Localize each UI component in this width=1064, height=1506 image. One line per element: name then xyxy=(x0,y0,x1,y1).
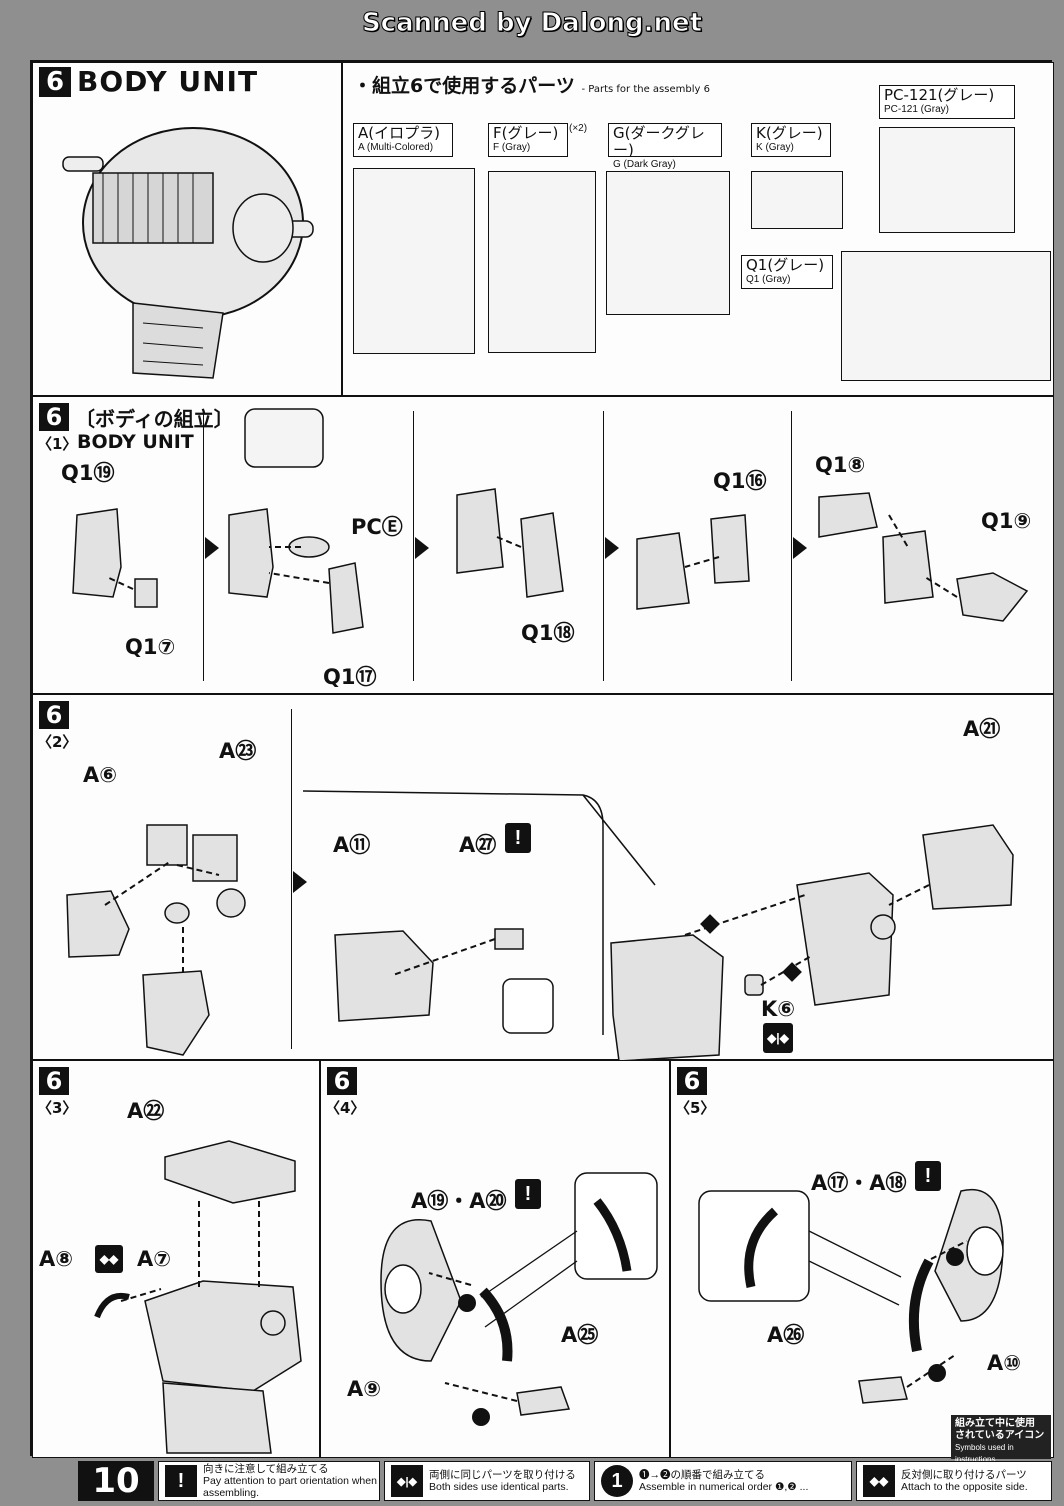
parts-heading: ・組立6で使用するパーツ - Parts for the assembly 6 xyxy=(353,75,710,97)
icon-legend-header: 組み立て中に使用 されているアイコン Symbols used in instr… xyxy=(951,1415,1051,1464)
part-label: A⑨ xyxy=(347,1377,382,1401)
part-label: K⑥ xyxy=(761,997,796,1021)
part-label: A㉒ xyxy=(127,1099,165,1123)
part-label: A㉗ xyxy=(459,833,497,857)
part-label: Q1⑧ xyxy=(815,453,866,477)
step-sub-number: 〈3〉 xyxy=(37,1099,78,1117)
part-label: A㉓ xyxy=(219,739,257,763)
part-label: Q1⑲ xyxy=(61,461,115,485)
part-label: A㉖ xyxy=(767,1323,805,1347)
next-step-arrow xyxy=(415,537,429,559)
caution-icon: ! xyxy=(165,1465,197,1497)
part-label: Q1⑯ xyxy=(713,469,767,493)
next-step-arrow xyxy=(205,537,219,559)
body-unit-illustration xyxy=(62,127,314,379)
next-step-arrow xyxy=(293,871,307,893)
part-label: A㉑ xyxy=(963,717,1001,741)
part-label: Q1⑱ xyxy=(521,621,575,645)
runner-g-label: G(ダークグレー)G (Dark Gray) xyxy=(608,123,722,170)
both-sides-icon: ◆|◆ xyxy=(763,1023,793,1053)
runner-a xyxy=(353,168,475,354)
part-label: A⑧ xyxy=(39,1247,74,1271)
step-6-2-illustrations xyxy=(66,790,1014,1062)
step-6-3-panel: 6 〈3〉 A㉒ A⑧ ◆◆ A⑦ xyxy=(32,1060,320,1458)
part-label: A⑲・A⑳ xyxy=(411,1189,507,1213)
step-sub-number: 〈4〉 xyxy=(325,1099,366,1117)
step-6-3-illustration xyxy=(94,1140,302,1454)
next-step-arrow xyxy=(793,537,807,559)
page-title: BODY UNIT xyxy=(77,65,259,98)
watermark: Scanned by Dalong.net xyxy=(361,8,703,39)
runner-k xyxy=(751,171,843,229)
instruction-sheet: 6 BODY UNIT ・組立6で使用するパーツ - Parts for the… xyxy=(30,60,1054,1464)
parts-heading-en: - Parts for the assembly 6 xyxy=(581,84,710,95)
step-number: 6 xyxy=(39,67,71,97)
next-step-arrow xyxy=(605,537,619,559)
body-unit-overview-panel: 6 BODY UNIT xyxy=(32,62,342,396)
step-6-1-panel: 6 〔ボディの組立〕 〈1〉 BODY UNIT Q1⑲ Q1⑦ PCⒺ Q1⑰… xyxy=(32,396,1054,694)
order-icon: 1 xyxy=(601,1465,633,1497)
step-number: 6 xyxy=(39,403,69,431)
caution-icon: ! xyxy=(915,1161,941,1191)
part-label: A⑪ xyxy=(333,833,371,857)
step-sub-number: 〈1〉 xyxy=(37,435,78,453)
runner-pc121 xyxy=(879,127,1015,233)
runner-f-label: F(グレー)F (Gray) xyxy=(488,123,568,157)
step-6-4-illustration xyxy=(380,1172,658,1426)
part-label: Q1⑦ xyxy=(125,635,176,659)
page-number: 10 xyxy=(78,1461,154,1501)
step-number: 6 xyxy=(39,1067,69,1095)
step-number: 6 xyxy=(39,701,69,729)
step-number: 6 xyxy=(677,1067,707,1095)
part-label: Q1⑨ xyxy=(981,509,1032,533)
runner-f xyxy=(488,171,596,353)
parts-list-panel: ・組立6で使用するパーツ - Parts for the assembly 6 … xyxy=(342,62,1054,396)
part-label: Q1⑰ xyxy=(323,665,377,689)
step-6-1-illustrations xyxy=(72,408,1029,634)
runner-g xyxy=(606,171,730,315)
part-label: A⑥ xyxy=(83,763,118,787)
step-sub-number: 〈5〉 xyxy=(675,1099,716,1117)
step-6-2-panel: 6 〈2〉 A⑥ A㉓ A⑪ A㉗ ! A㉑ K⑥ ◆|◆ xyxy=(32,694,1054,1062)
opposite-side-icon: ◆◆ xyxy=(863,1465,895,1497)
opposite-side-icon: ◆◆ xyxy=(95,1245,123,1273)
caution-icon: ! xyxy=(505,823,531,853)
part-label: A⑦ xyxy=(137,1247,172,1271)
runner-f-qty: (×2) xyxy=(569,123,588,134)
runner-q1-label: Q1(グレー)Q1 (Gray) xyxy=(741,255,833,289)
part-label: A㉕ xyxy=(561,1323,599,1347)
step-sub-title: BODY UNIT xyxy=(77,431,194,453)
part-label: A⑩ xyxy=(987,1351,1022,1375)
part-label: PCⒺ xyxy=(351,515,403,539)
part-label: A⑰・A⑱ xyxy=(811,1171,907,1195)
runner-q1 xyxy=(841,251,1051,381)
step-sub-number: 〈2〉 xyxy=(37,733,78,751)
step-number: 6 xyxy=(327,1067,357,1095)
step-6-4-panel: 6 〈4〉 A⑲・A⑳ ! A㉕ A⑨ xyxy=(320,1060,670,1458)
step-title-jp: 〔ボディの組立〕 xyxy=(75,407,234,431)
step-6-5-panel: 6 〈5〉 A⑰・A⑱ ! A㉖ A⑩ 組み立て中に使用 xyxy=(670,1060,1054,1464)
runner-pc121-label: PC-121(グレー)PC-121 (Gray) xyxy=(879,85,1015,119)
runner-k-label: K(グレー)K (Gray) xyxy=(751,123,831,157)
both-sides-icon: ◆|◆ xyxy=(391,1465,423,1497)
caution-icon: ! xyxy=(515,1179,541,1209)
runner-a-label: A(イロプラ)A (Multi-Colored) xyxy=(353,123,453,157)
step-6-5-illustration xyxy=(698,1188,1004,1404)
